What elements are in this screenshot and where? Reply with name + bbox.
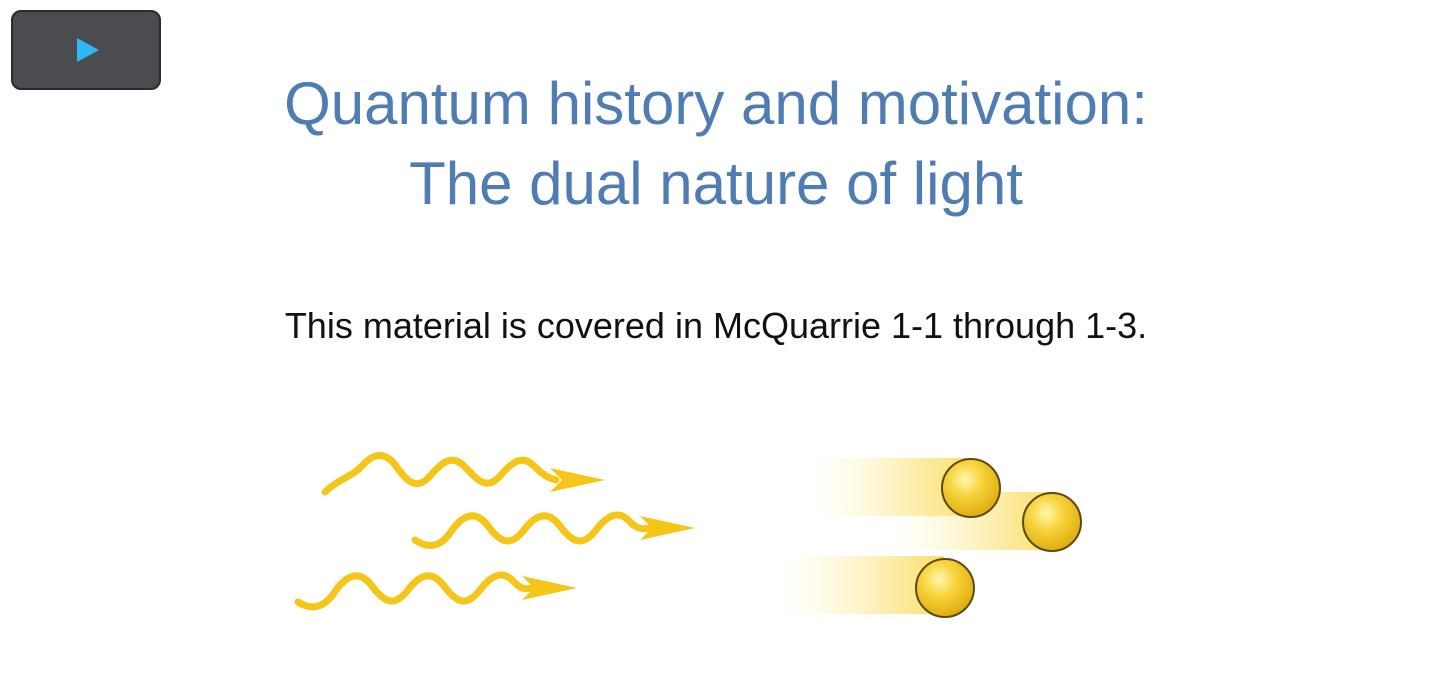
arrowhead-top bbox=[550, 468, 605, 492]
wave-middle bbox=[411, 511, 654, 549]
wave-arrowheads bbox=[522, 468, 695, 600]
arrowhead-middle bbox=[640, 516, 695, 540]
play-icon bbox=[77, 38, 99, 62]
arrowhead-bottom bbox=[522, 576, 577, 600]
particle-1 bbox=[941, 458, 1001, 518]
particle-2 bbox=[1022, 492, 1082, 552]
slide-title: Quantum history and motivation: The dual… bbox=[0, 64, 1432, 224]
slide-title-line-2: The dual nature of light bbox=[409, 150, 1023, 217]
light-waves bbox=[294, 452, 654, 611]
slide-title-line-1: Quantum history and motivation: bbox=[284, 70, 1148, 137]
particle-3 bbox=[915, 558, 975, 618]
wave-top bbox=[321, 452, 560, 496]
slide-subtitle: This material is covered in McQuarrie 1-… bbox=[284, 305, 1148, 346]
wave-particle-illustration bbox=[294, 452, 1082, 618]
play-button[interactable] bbox=[11, 10, 161, 90]
wave-bottom bbox=[294, 571, 536, 611]
light-particles bbox=[780, 458, 1082, 618]
